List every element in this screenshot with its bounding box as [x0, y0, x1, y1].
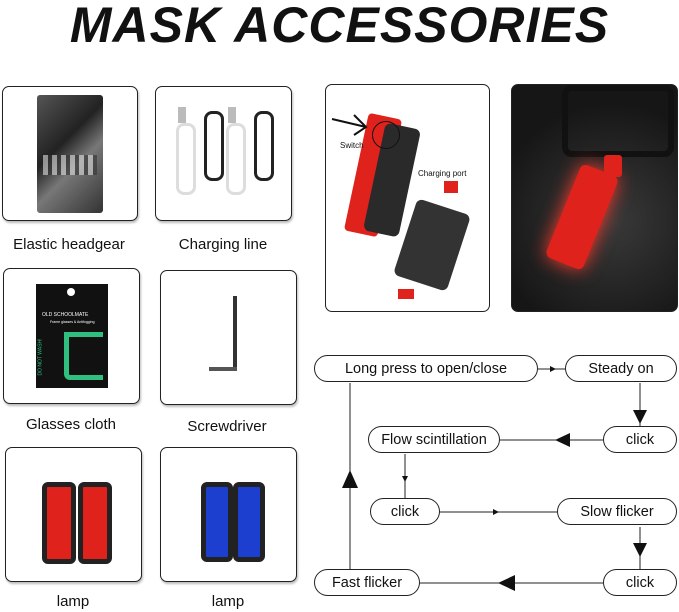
- elastic-headgear-image: [2, 86, 138, 221]
- flow-node-click: click: [370, 498, 440, 525]
- lamp-parts-photo: Switch Charging port: [325, 84, 490, 312]
- red-lamp-image: [5, 447, 142, 582]
- page-title: MASK ACCESSORIES: [69, 0, 610, 53]
- glasses-cloth-image: OLD SCHOOLMATE Frame glasses & Antifoggi…: [3, 268, 140, 404]
- screwdriver-image: [160, 270, 297, 405]
- flow-node-flow-scintillation: Flow scintillation: [368, 426, 500, 453]
- charging-line-label: Charging line: [178, 236, 268, 253]
- glasses-cloth-label: Glasses cloth: [25, 416, 117, 433]
- arrow-up-icon: [342, 470, 358, 488]
- charging-line-image: [155, 86, 292, 221]
- package-subtext: Frame glasses & Antifogging: [50, 320, 95, 324]
- switch-annotation: Switch: [340, 141, 364, 150]
- blue-lamp-label: lamp: [211, 593, 245, 610]
- elastic-headgear-label: Elastic headgear: [13, 236, 125, 253]
- flow-node-click: click: [603, 569, 677, 596]
- arrow-down-icon: [633, 543, 647, 557]
- arrow-right-icon: [493, 509, 499, 515]
- arrow-right-icon: [550, 366, 556, 372]
- red-lamp-label: lamp: [56, 593, 90, 610]
- charging-port-annotation: Charging port: [418, 169, 467, 178]
- flow-node-long-press: Long press to open/close: [314, 355, 538, 382]
- pointer-arrow-icon: [331, 114, 368, 136]
- arrow-left-icon: [555, 433, 570, 447]
- mounted-lamp-photo: [511, 84, 678, 312]
- flow-node-click: click: [603, 426, 677, 453]
- package-brand-text: OLD SCHOOLMATE: [42, 312, 89, 318]
- flow-node-slow-flicker: Slow flicker: [557, 498, 677, 525]
- arrow-down-icon: [633, 410, 647, 424]
- screwdriver-label: Screwdriver: [187, 418, 267, 435]
- arrow-down-icon: [402, 476, 408, 482]
- flow-node-fast-flicker: Fast flicker: [314, 569, 420, 596]
- blue-lamp-image: [160, 447, 297, 582]
- flow-node-steady-on: Steady on: [565, 355, 677, 382]
- arrow-left-icon: [498, 575, 515, 591]
